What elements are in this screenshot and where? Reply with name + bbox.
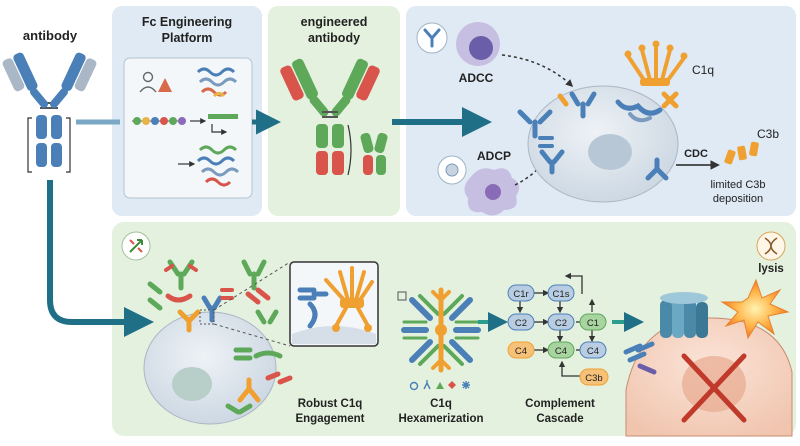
nk-cell-icon <box>456 22 500 66</box>
target-cell <box>527 85 679 203</box>
antibody-icon <box>2 52 97 173</box>
immune-badge-icon <box>121 231 151 261</box>
node-c1s <box>547 284 575 302</box>
limited-c3b-line1: limited C3b <box>710 179 765 191</box>
node-c1s-label: C1s <box>553 289 570 300</box>
zoom-line-bottom <box>213 323 291 347</box>
fc-platform-title-line2: Platform <box>162 31 213 45</box>
antibody-title: antibody <box>23 28 78 43</box>
burst-icon <box>720 278 790 340</box>
adcp-label: ADCP <box>477 149 511 163</box>
complement-target-cell <box>143 311 277 425</box>
limited-c3b-line2: deposition <box>713 193 763 205</box>
complement-cascade: C1r C1s C2 C2 C1 C4 C4 C4 C3b <box>507 272 609 386</box>
dna-badge-icon <box>756 231 786 261</box>
node-c4-mid-label: C4 <box>555 346 567 357</box>
cdc-label: CDC <box>684 148 708 160</box>
node-c2-left <box>507 313 535 331</box>
node-c1-label: C1 <box>587 318 599 329</box>
mac-pore-icon <box>660 292 708 338</box>
fc-platform-title-line1: Fc Engineering <box>142 15 232 29</box>
protein-structure-icon <box>196 67 238 98</box>
node-c2-mid-label: C2 <box>555 318 567 329</box>
adcc-arrow <box>501 54 574 88</box>
robust-label-line1: Robust C1q <box>298 398 363 410</box>
node-c2-left-label: C2 <box>515 318 527 329</box>
sequence-beads-icon <box>132 117 186 125</box>
node-c1 <box>579 313 607 331</box>
node-c1r-label: C1r <box>513 289 528 300</box>
adcc-label: ADCC <box>459 71 494 85</box>
hex-label-line1: C1q <box>430 398 452 410</box>
c1q-top-label: C1q <box>692 63 714 77</box>
node-c1r <box>507 284 535 302</box>
protein-variant-icon <box>178 145 240 187</box>
node-c3b-label: C3b <box>585 373 602 384</box>
bottom-antibodies-cluster <box>147 259 293 415</box>
macrophage-badge-icon <box>437 155 467 185</box>
zoom-line-top <box>213 261 291 311</box>
node-c4-right-label: C4 <box>587 346 599 357</box>
lysis-label: lysis <box>758 263 784 275</box>
engineered-title-line1: engineered <box>301 15 368 29</box>
engineered-antibody-icon <box>280 58 388 176</box>
macrophage-cell-icon <box>464 168 520 216</box>
node-c4-left <box>507 341 535 359</box>
node-c4-left-label: C4 <box>515 346 527 357</box>
c3b-fragments-icon <box>724 141 759 165</box>
c3b-label: C3b <box>757 127 779 141</box>
c1q-complex-icon <box>624 40 688 86</box>
arrow-antibody-to-complement <box>47 180 154 337</box>
c1q-hexamer-icon <box>397 287 481 373</box>
node-c3b <box>579 368 609 386</box>
design-icons-row <box>139 71 172 93</box>
node-c2-mid <box>547 313 575 331</box>
lysing-cell <box>625 317 793 437</box>
bound-antibody-on-lysis-cell <box>623 341 657 375</box>
cascade-label-line1: Complement <box>525 398 595 410</box>
hex-label-line2: Hexamerization <box>398 413 483 425</box>
gene-expression-icon <box>190 114 238 135</box>
molecule-shapes-legend <box>409 380 470 391</box>
cascade-label-line2: Cascade <box>536 413 583 425</box>
engineered-title-line2: antibody <box>308 31 360 45</box>
node-c4-right <box>579 341 607 359</box>
robust-label-line2: Engagement <box>295 413 364 425</box>
node-c4-mid <box>547 341 575 359</box>
zoom-inset <box>289 261 379 347</box>
cell-bound-antibodies <box>517 91 679 181</box>
